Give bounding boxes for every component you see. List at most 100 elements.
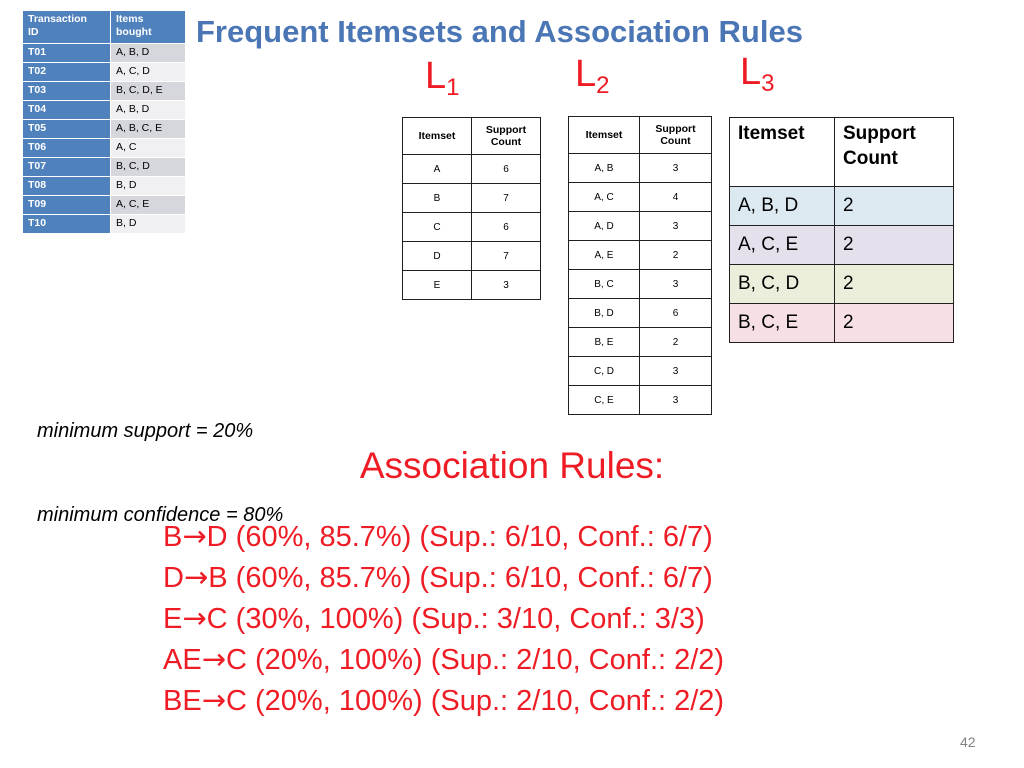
l3-header-support-line2: Count [843, 148, 898, 169]
l3-header-support-line1: Support [843, 123, 916, 144]
l3-label: L3 [740, 53, 775, 103]
rule-antecedent: D [163, 562, 184, 594]
rule-antecedent: B [163, 521, 183, 553]
l2-header-support-line1: Support [655, 123, 696, 135]
transaction-id-cell: T05 [22, 119, 111, 139]
l1-support-count-cell: 7 [471, 183, 541, 213]
l3-itemset-cell: A, B, D [729, 186, 835, 226]
l2-itemset-cell: A, E [568, 240, 640, 270]
transaction-items-cell: A, B, D [110, 43, 186, 63]
transaction-id-cell: T09 [22, 195, 111, 215]
transaction-id-cell: T03 [22, 81, 111, 101]
rule-consequent: C (20%, 100%) (Sup.: 2/10, Conf.: 2/2) [226, 685, 725, 717]
rule-arrow-icon: → [182, 601, 207, 635]
association-rule: E→C (30%, 100%) (Sup.: 3/10, Conf.: 3/3) [163, 598, 724, 639]
l1-support-count-cell: 7 [471, 241, 541, 271]
l3-header-support-count: Support Count [834, 117, 954, 187]
transactions-header-transaction-id: Transaction ID [22, 10, 111, 44]
l1-itemset-cell: A [402, 154, 472, 184]
l2-itemset-cell: C, E [568, 385, 640, 415]
transaction-id-cell: T04 [22, 100, 111, 120]
transaction-items-cell: B, C, D [110, 157, 186, 177]
l1-header-support-count: Support Count [471, 117, 541, 155]
l2-support-count-cell: 3 [639, 153, 712, 183]
transaction-items-cell: B, D [110, 214, 186, 234]
rule-arrow-icon: → [201, 642, 226, 676]
l2-support-count-cell: 3 [639, 356, 712, 386]
l2-support-count-cell: 3 [639, 385, 712, 415]
rule-arrow-icon: → [182, 519, 207, 553]
l2-support-count-cell: 3 [639, 269, 712, 299]
l3-label-letter: L [740, 51, 762, 93]
transaction-items-cell: B, C, D, E [110, 81, 186, 101]
transaction-id-cell: T07 [22, 157, 111, 177]
l1-itemset-cell: D [402, 241, 472, 271]
transactions-header-transaction-id-line1: Transaction [28, 13, 87, 25]
transaction-items-cell: A, C, E [110, 195, 186, 215]
l2-itemset-cell: B, E [568, 327, 640, 357]
l2-support-count-cell: 2 [639, 240, 712, 270]
l3-header-row: Itemset Support Count [729, 117, 954, 187]
l2-itemset-cell: C, D [568, 356, 640, 386]
l3-support-count-cell: 2 [834, 264, 954, 304]
transactions-header-items-bought-line1: Items [116, 13, 144, 25]
l2-itemset-cell: A, B [568, 153, 640, 183]
rule-consequent: C (30%, 100%) (Sup.: 3/10, Conf.: 3/3) [206, 603, 705, 635]
association-rules-heading: Association Rules: [359, 445, 665, 486]
transaction-id-cell: T10 [22, 214, 111, 234]
transactions-header-items-bought-line2: bought [116, 26, 152, 38]
page-number: 42 [960, 734, 976, 750]
rule-antecedent: AE [163, 644, 202, 676]
transaction-id-cell: T06 [22, 138, 111, 158]
transactions-header-items-bought: Items bought [110, 10, 186, 44]
transaction-items-cell: A, B, C, E [110, 119, 186, 139]
association-rule: D→B (60%, 85.7%) (Sup.: 6/10, Conf.: 6/7… [163, 557, 724, 598]
l1-itemset-cell: C [402, 212, 472, 242]
rule-arrow-icon: → [201, 683, 226, 717]
transaction-items-cell: A, B, D [110, 100, 186, 120]
transactions-header-row: Transaction ID Items bought [22, 10, 186, 44]
l2-itemset-cell: A, D [568, 211, 640, 241]
l3-support-count-cell: 2 [834, 303, 954, 343]
l1-support-count-cell: 6 [471, 212, 541, 242]
rule-antecedent: BE [163, 685, 202, 717]
l2-itemset-cell: B, C [568, 269, 640, 299]
l1-label: L1 [425, 57, 460, 107]
l2-support-count-cell: 6 [639, 298, 712, 328]
l3-support-count-cell: 2 [834, 225, 954, 265]
association-rule: BE→C (20%, 100%) (Sup.: 2/10, Conf.: 2/2… [163, 680, 724, 721]
l3-itemset-cell: B, C, E [729, 303, 835, 343]
l2-support-count-cell: 2 [639, 327, 712, 357]
l1-itemset-cell: E [402, 270, 472, 300]
l3-header-itemset: Itemset [729, 117, 835, 187]
transaction-items-cell: A, C, D [110, 62, 186, 82]
page-title: Frequent Itemsets and Association Rules [196, 14, 803, 49]
association-rules-list: B→D (60%, 85.7%) (Sup.: 6/10, Conf.: 6/7… [163, 516, 724, 721]
l2-header-row: Itemset Support Count [568, 116, 712, 154]
l3-itemset-cell: B, C, D [729, 264, 835, 304]
l2-header-itemset: Itemset [568, 116, 640, 154]
l2-itemset-cell: B, D [568, 298, 640, 328]
